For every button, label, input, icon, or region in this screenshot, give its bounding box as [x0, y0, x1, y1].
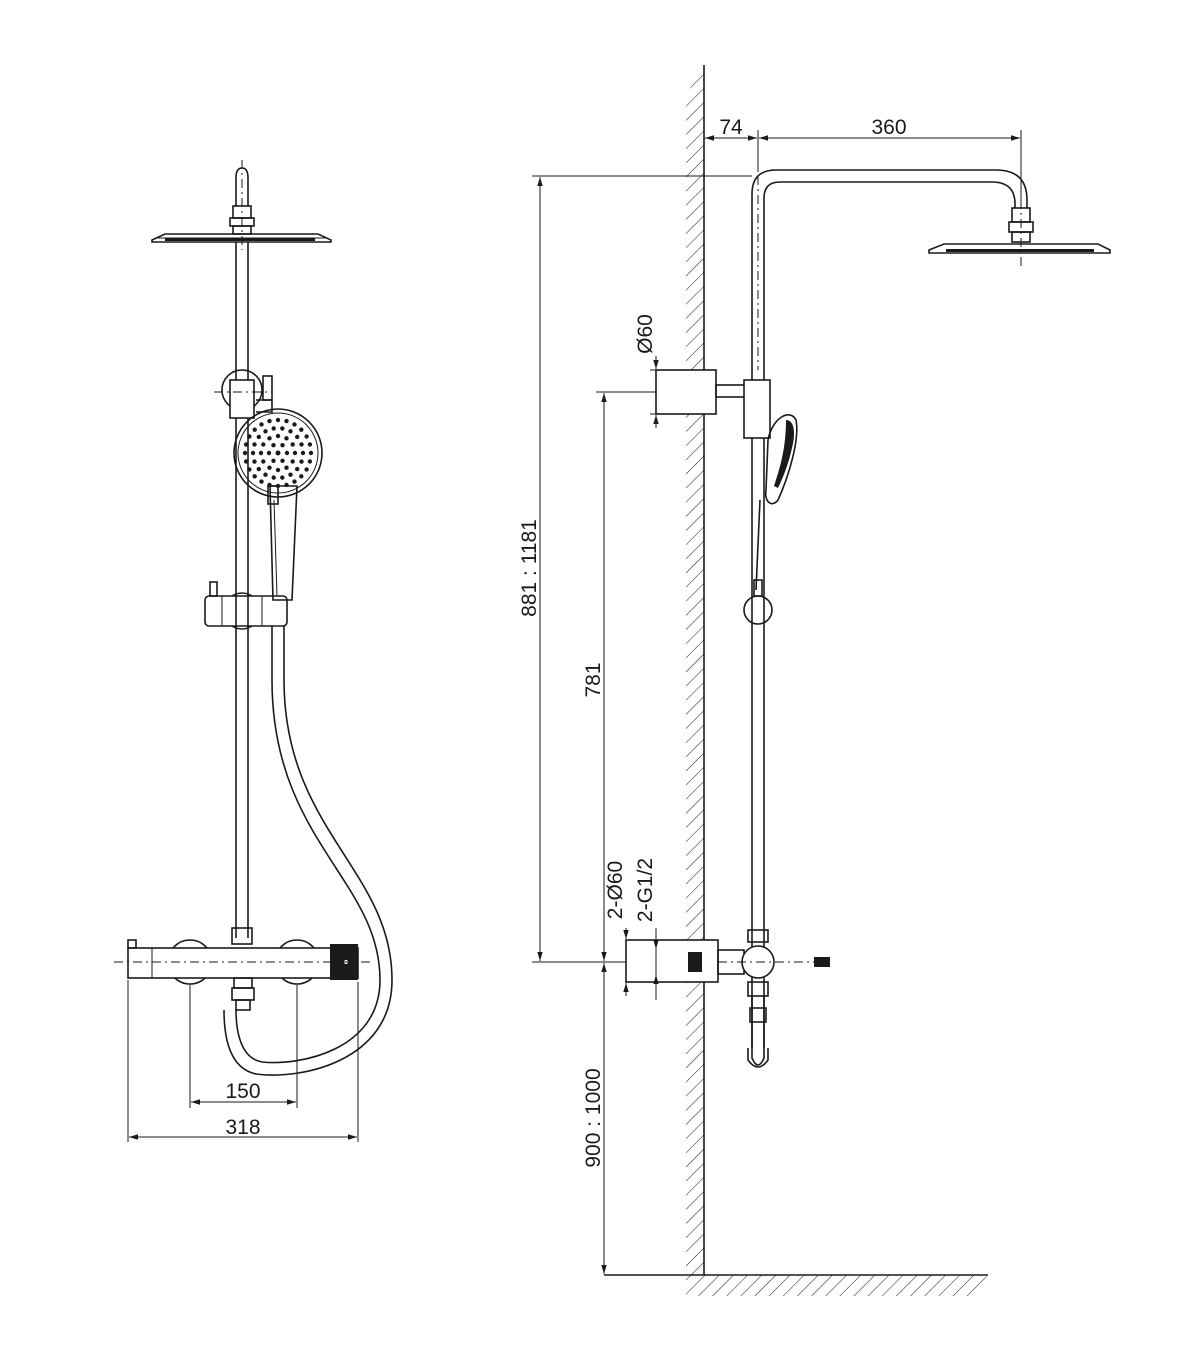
arm-reach-label: 360 — [871, 116, 906, 139]
riser-pipe — [231, 160, 253, 945]
front-view: 150 318 — [114, 160, 393, 1142]
valve-flange-label: 2-Ø60 — [604, 861, 627, 919]
bracket-diameter-label: Ø60 — [634, 314, 657, 354]
outlet-spacing-label: 150 — [225, 1080, 260, 1103]
spray-nozzles — [242, 417, 314, 489]
bracket-height-label: 781 — [582, 662, 605, 697]
front-dimensions: 150 318 — [127, 980, 359, 1142]
side-wall-bracket — [655, 369, 771, 439]
hand-shower — [233, 408, 323, 601]
thermostatic-valve-body — [114, 939, 372, 1011]
wall-offset-label: 74 — [719, 116, 743, 139]
install-height-label: 900 : 1000 — [582, 1068, 605, 1167]
side-valve — [625, 929, 830, 1066]
side-view: 74 360 881 : 1181 Ø60 781 2-Ø60 2-G1/2 — [518, 65, 1111, 1296]
wall-bracket — [214, 369, 273, 419]
wall-section — [686, 65, 705, 1275]
inlet-thread-label: 2-G1/2 — [634, 858, 657, 922]
side-riser-arm — [747, 138, 1111, 1068]
floor-section — [604, 1274, 988, 1296]
shower-hose — [223, 626, 393, 1076]
overall-width-label: 318 — [225, 1116, 260, 1139]
slide-holder — [204, 581, 288, 630]
side-dimensions: 74 360 881 : 1181 Ø60 781 2-Ø60 2-G1/2 — [518, 116, 1022, 1274]
side-hand-shower — [743, 414, 798, 625]
total-height-label: 881 : 1181 — [518, 519, 541, 617]
